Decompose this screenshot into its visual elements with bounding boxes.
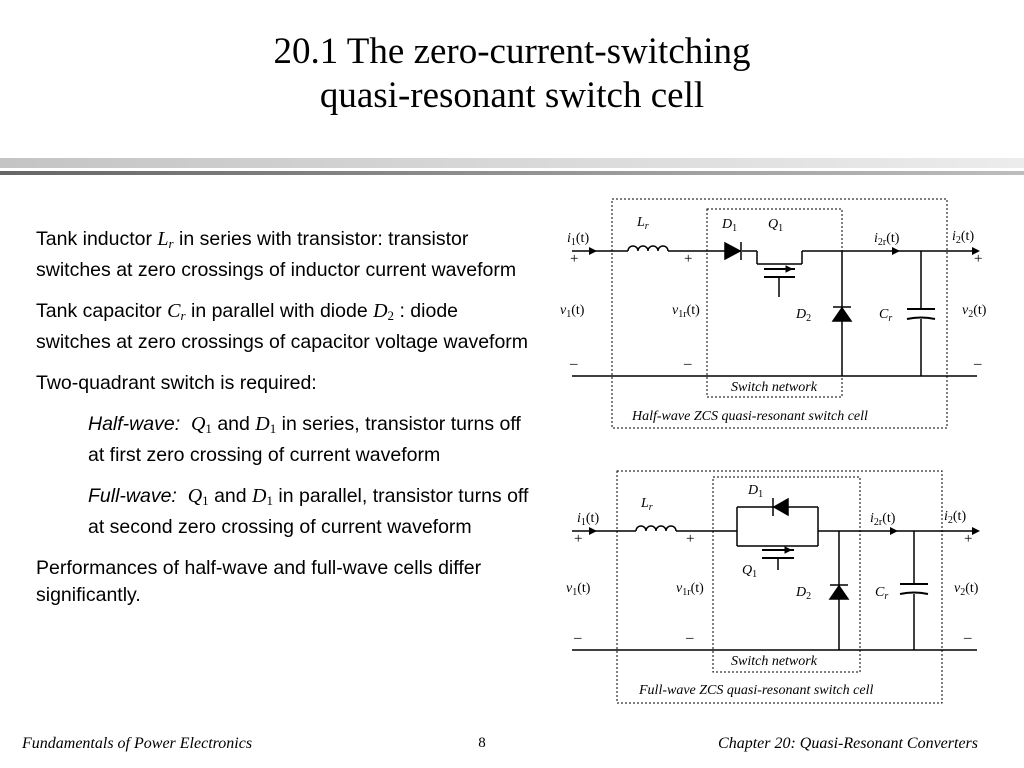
label-v1: v1(t): [566, 581, 591, 598]
arrow-i2r: [892, 247, 900, 255]
label-d2: D2: [795, 307, 811, 324]
arrow-i1: [589, 527, 597, 535]
arrow-i1: [589, 247, 597, 255]
bullet-two-quadrant: Two-quadrant switch is required:: [36, 372, 317, 394]
bullet-tank-inductor: Tank inductor Lr in series with transist…: [36, 228, 517, 281]
label-d1: D1: [747, 483, 763, 500]
label-lr: Lr: [636, 215, 649, 232]
label-lr: Lr: [640, 496, 653, 513]
footer-chapter: Chapter 20: Quasi-Resonant Converters: [718, 735, 978, 752]
footer-book-title: Fundamentals of Power Electronics: [22, 735, 253, 752]
plus-out: +: [964, 531, 972, 547]
diode-d2: [828, 584, 850, 600]
minus-in: –: [569, 356, 578, 372]
bullet-performance: Performances of half-wave and full-wave …: [36, 557, 482, 606]
plus-in: +: [570, 251, 578, 267]
minus-in: –: [573, 630, 582, 646]
label-d1: D1: [721, 217, 737, 234]
bullet-half-wave: Half-wave: Q1 and D1 in series, transist…: [88, 413, 521, 466]
header-rule-light: [0, 158, 1024, 168]
bullet-list: Tank inductor Lr in series with transist…: [36, 226, 536, 623]
minus-mid: –: [685, 630, 694, 646]
full-wave-caption: Full-wave ZCS quasi-resonant switch cell: [638, 683, 873, 698]
title-line-2: quasi-resonant switch cell: [319, 75, 705, 116]
label-cr: Cr: [879, 307, 892, 324]
inductor-lr: [635, 525, 677, 532]
switch-network-box: [706, 208, 843, 398]
cr-plate-bottom: [906, 316, 936, 320]
full-wave-circuit: i1(t) Lr D1 Q1 i2r(t) i2(t) v1(t) v1r(t)…: [566, 470, 980, 704]
label-i2r: i2r(t): [874, 231, 900, 248]
label-v2: v2(t): [954, 581, 979, 598]
title-line-1: 20.1 The zero-current-switching: [273, 31, 751, 72]
label-i1: i1(t): [567, 231, 589, 248]
label-d2: D2: [795, 585, 811, 602]
label-i2r: i2r(t): [870, 511, 896, 528]
plus-out: +: [974, 251, 982, 267]
label-v1: v1(t): [560, 303, 585, 320]
transistor-arrow: [785, 265, 794, 273]
label-i2: i2(t): [952, 229, 974, 246]
label-q1: Q1: [742, 563, 757, 580]
half-wave-caption: Half-wave ZCS quasi-resonant switch cell: [631, 409, 868, 424]
outer-dotted-box: [616, 470, 943, 704]
plus-mid: +: [684, 251, 692, 267]
bullet-tank-capacitor: Tank capacitor Cr in parallel with diode…: [36, 300, 529, 353]
slide-title: 20.1 The zero-current-switching quasi-re…: [0, 30, 1024, 118]
plus-in: +: [574, 531, 582, 547]
switch-network-box: [712, 476, 861, 673]
minus-mid: –: [683, 356, 692, 372]
plus-mid: +: [686, 531, 694, 547]
label-v2: v2(t): [962, 303, 987, 320]
arrow-i2: [972, 527, 980, 535]
half-wave-circuit: i1(t) Lr D1 Q1 i2r(t) i2(t) v1(t) v1r(t)…: [560, 198, 987, 429]
bullet-full-wave: Full-wave: Q1 and D1 in parallel, transi…: [88, 485, 529, 538]
diode-d2: [831, 306, 853, 322]
label-v1r: v1r(t): [672, 303, 700, 320]
label-v1r: v1r(t): [676, 581, 704, 598]
switch-network-label: Switch network: [731, 380, 818, 395]
arrow-i2r: [890, 527, 898, 535]
page-number: 8: [478, 735, 486, 751]
outer-dotted-box: [611, 198, 948, 429]
label-i1: i1(t): [577, 511, 599, 528]
transistor-arrow: [784, 546, 793, 554]
arrow-i2: [972, 247, 980, 255]
cr-plate-bottom: [899, 591, 929, 595]
minus-out: –: [963, 630, 972, 646]
label-cr: Cr: [875, 585, 888, 602]
diode-d1: [772, 497, 789, 517]
label-q1: Q1: [768, 217, 783, 234]
label-i2: i2(t): [944, 509, 966, 526]
inductor-lr: [627, 245, 669, 252]
diode-d1: [724, 241, 742, 261]
header-rule-dark: [0, 171, 1024, 175]
switch-network-label: Switch network: [731, 654, 818, 669]
minus-out: –: [973, 356, 982, 372]
